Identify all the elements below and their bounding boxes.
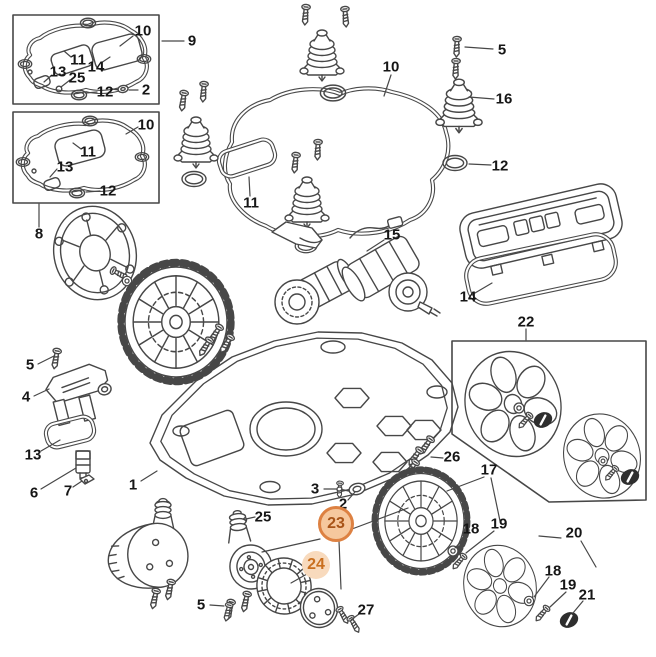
callout-5[interactable]: 5 xyxy=(25,356,35,374)
callout-12[interactable]: 12 xyxy=(491,157,509,175)
callout-4[interactable]: 4 xyxy=(21,388,31,406)
clamp-part-2 xyxy=(336,482,366,496)
callout-9[interactable]: 9 xyxy=(187,32,197,50)
callout-6[interactable]: 6 xyxy=(29,484,39,502)
callout-11[interactable]: 11 xyxy=(70,51,86,69)
callout-18[interactable]: 18 xyxy=(544,562,562,580)
small-seal-ring-11 xyxy=(216,137,278,179)
chassis-seal-ring xyxy=(222,86,451,239)
callout-5[interactable]: 5 xyxy=(497,41,507,59)
callout-24-highlighted[interactable]: 24 xyxy=(302,551,330,579)
hub-cap-kit-box-22 xyxy=(450,338,652,509)
gasket-kit-box-8 xyxy=(12,111,160,204)
callout-19[interactable]: 19 xyxy=(490,515,508,533)
callout-10[interactable]: 10 xyxy=(382,58,400,76)
callout-7[interactable]: 7 xyxy=(63,482,73,500)
callout-10[interactable]: 10 xyxy=(137,116,155,134)
latch-part-6 xyxy=(75,450,91,479)
callout-3[interactable]: 3 xyxy=(310,480,320,498)
callout-19[interactable]: 19 xyxy=(559,576,577,594)
callout-14[interactable]: 14 xyxy=(459,288,477,306)
callout-11[interactable]: 11 xyxy=(80,143,96,161)
gasket-kit-box-9 xyxy=(12,14,160,105)
callout-13[interactable]: 13 xyxy=(56,158,74,176)
callout-12[interactable]: 12 xyxy=(96,83,114,101)
callout-13[interactable]: 13 xyxy=(24,446,42,464)
caster-cover-disc xyxy=(299,587,339,629)
callout-14[interactable]: 14 xyxy=(87,58,105,76)
chassis-housing xyxy=(149,322,459,506)
callout-5[interactable]: 5 xyxy=(196,596,206,614)
callout-20[interactable]: 20 xyxy=(565,524,583,542)
front-caster-exploded xyxy=(221,509,363,635)
callout-25[interactable]: 25 xyxy=(68,69,86,87)
callout-13[interactable]: 13 xyxy=(49,63,67,81)
control-panel xyxy=(459,183,623,276)
callout-25[interactable]: 25 xyxy=(254,508,272,526)
callout-2[interactable]: 2 xyxy=(338,495,348,513)
callout-8[interactable]: 8 xyxy=(34,225,44,243)
callout-2[interactable]: 2 xyxy=(141,81,151,99)
callout-1[interactable]: 1 xyxy=(128,476,138,494)
front-caster-assembled xyxy=(107,497,189,611)
leader-lines xyxy=(33,35,597,621)
callout-11[interactable]: 11 xyxy=(243,194,259,212)
drive-wheel-left xyxy=(121,263,231,382)
callout-15[interactable]: 15 xyxy=(383,226,401,244)
panel-gasket-14 xyxy=(464,232,618,306)
callout-23-highlighted[interactable]: 23 xyxy=(318,506,354,542)
callout-10[interactable]: 10 xyxy=(134,22,152,40)
callout-27[interactable]: 27 xyxy=(357,601,375,619)
clip-part-7 xyxy=(79,474,95,485)
callout-21[interactable]: 21 xyxy=(578,586,596,604)
callout-17[interactable]: 17 xyxy=(480,461,498,479)
wheel-inner-disc xyxy=(52,205,138,301)
caster-tire xyxy=(256,557,312,615)
rubber-loop-13 xyxy=(43,414,97,450)
callout-16[interactable]: 16 xyxy=(495,90,513,108)
callout-26[interactable]: 26 xyxy=(443,448,461,466)
drive-motor-unit xyxy=(271,216,441,325)
callout-18[interactable]: 18 xyxy=(462,520,480,538)
callout-22[interactable]: 22 xyxy=(517,313,535,331)
callout-12[interactable]: 12 xyxy=(99,182,117,200)
